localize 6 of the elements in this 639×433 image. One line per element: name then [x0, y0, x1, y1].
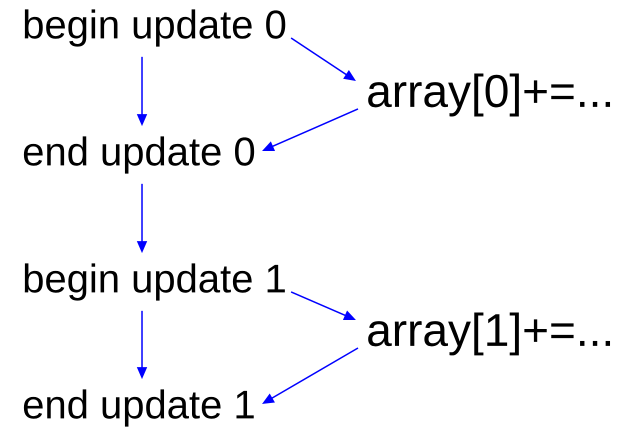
step-text: end update 0	[24, 136, 254, 174]
step-text: begin update 1	[24, 263, 285, 301]
step-text: array[1]+=...	[368, 312, 610, 356]
step-text: begin update 0	[24, 9, 286, 47]
step-text: end update 1	[24, 389, 254, 427]
step-text: array[0]+=...	[368, 74, 610, 116]
